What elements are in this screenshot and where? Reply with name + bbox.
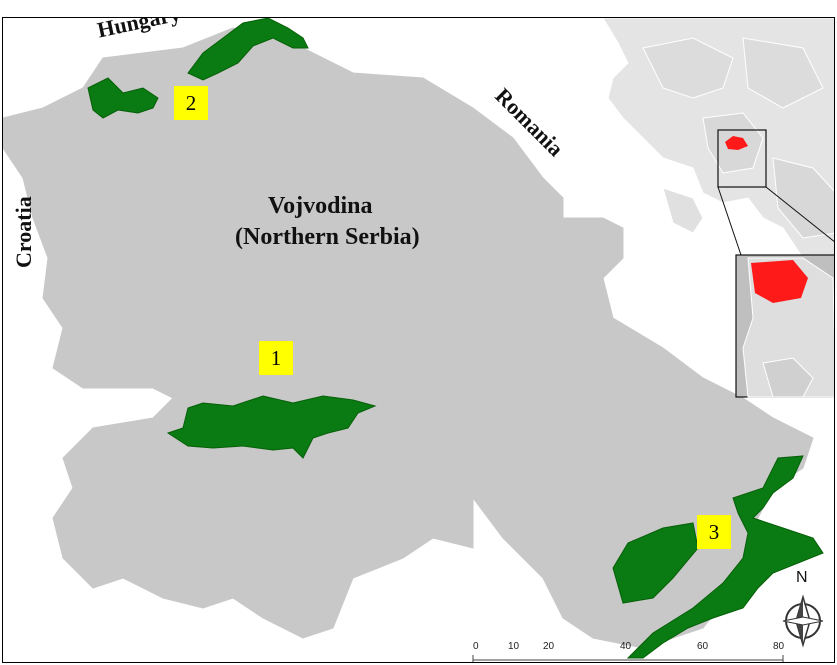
north-arrow-icon [782,594,824,648]
europe-inset-map [602,18,834,268]
map-canvas [3,18,834,662]
site-badge-3: 3 [697,515,731,549]
site-badge-2: 2 [174,86,208,120]
locator-leader-right [765,186,834,243]
region-title-line2: (Northern Serbia) [235,224,420,250]
locator-leader-left [717,186,742,256]
croatia-label: Croatia [11,196,36,268]
scale-tick-60: 60 [697,641,709,652]
site-badge-1: 1 [259,341,293,375]
protected-area-1 [166,395,377,459]
scale-tick-80: 80 [773,641,785,652]
scale-bar [472,655,784,662]
scale-tick-20: 20 [543,641,555,652]
north-label: N [796,569,808,586]
locator-box [717,129,767,188]
map-frame: Hungary Romania Croatia Vojvodina (North… [2,17,835,663]
scale-tick-0: 0 [473,641,479,652]
protected-area-2 [87,18,309,119]
vojvodina-land [3,27,814,649]
region-title-line1: Vojvodina [268,193,373,219]
scale-tick-40: 40 [620,641,632,652]
locator-highlight-small [725,136,748,150]
scale-tick-10: 10 [508,641,520,652]
serbia-inset-map [735,254,834,398]
